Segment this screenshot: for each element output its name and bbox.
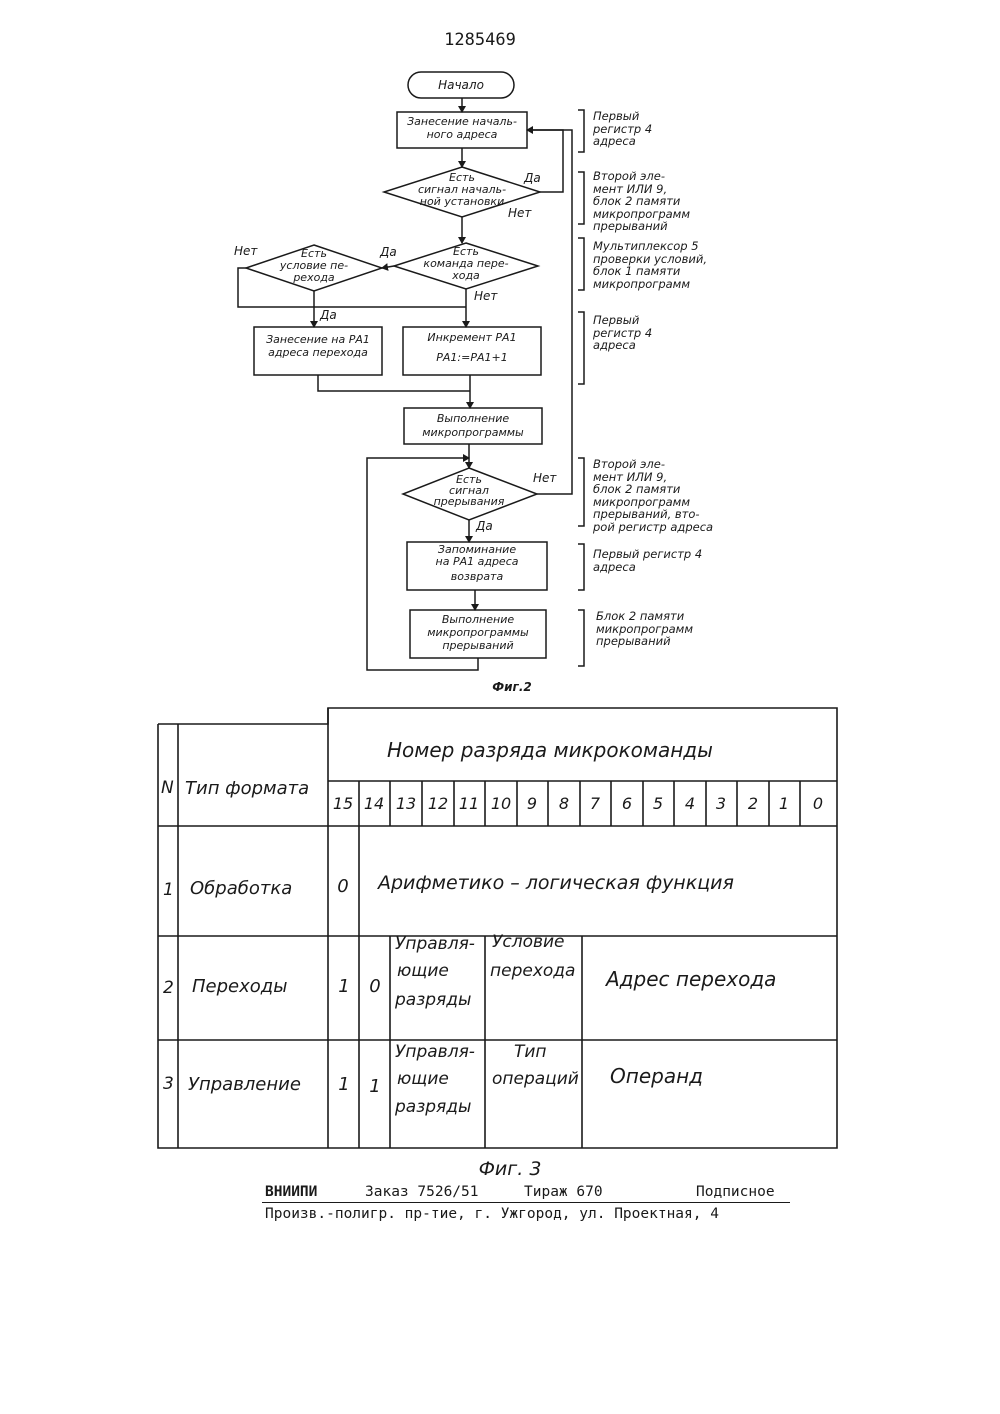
operation-type-line2: операций bbox=[492, 1069, 579, 1089]
row-number: 2 bbox=[163, 978, 174, 998]
bit-number: 9 bbox=[527, 794, 537, 813]
row-number: 1 bbox=[163, 880, 174, 900]
bit-number: 2 bbox=[748, 794, 758, 813]
bit-number: 4 bbox=[685, 794, 695, 813]
bit-number: 3 bbox=[716, 794, 726, 813]
operand: Операнд bbox=[610, 1064, 703, 1088]
format-type: Управление bbox=[188, 1074, 301, 1095]
control-bits-line1: Управля- bbox=[395, 1042, 475, 1062]
bit-number: 10 bbox=[491, 794, 511, 813]
bit15-value: 0 bbox=[337, 876, 348, 897]
table-header-type: Тип формата bbox=[185, 778, 309, 799]
bit-number: 7 bbox=[590, 794, 600, 813]
table-header-bits: Номер разряда микрокоманды bbox=[387, 738, 713, 762]
bit-number: 15 bbox=[333, 794, 353, 813]
bit14-value: 1 bbox=[369, 1076, 380, 1097]
row-number: 3 bbox=[163, 1074, 174, 1094]
bit-number: 1 bbox=[779, 794, 789, 813]
footer-rule bbox=[262, 1202, 790, 1203]
branch-condition-line1: Условие bbox=[492, 932, 565, 952]
footer-subscription: Подписное bbox=[696, 1184, 775, 1200]
bit-number: 8 bbox=[559, 794, 569, 813]
alu-function: Арифметико – логическая функция bbox=[378, 872, 734, 894]
bit-number: 11 bbox=[459, 794, 479, 813]
bit-number: 5 bbox=[653, 794, 663, 813]
bit15-value: 1 bbox=[338, 1074, 349, 1095]
bit-number: 12 bbox=[428, 794, 448, 813]
bit15-value: 1 bbox=[338, 976, 349, 997]
control-bits-line1: Управля- bbox=[395, 934, 475, 954]
branch-condition-line2: перехода bbox=[490, 961, 575, 981]
table-header-n: N bbox=[161, 778, 174, 798]
control-bits-line3: разряды bbox=[395, 990, 471, 1010]
operation-type-line1: Тип bbox=[514, 1042, 547, 1062]
fig3-caption: Фиг. 3 bbox=[479, 1158, 542, 1180]
control-bits-line2: ющие bbox=[397, 1069, 449, 1089]
control-bits-line2: ющие bbox=[397, 961, 449, 981]
bit-number: 14 bbox=[364, 794, 384, 813]
control-bits-line3: разряды bbox=[395, 1097, 471, 1117]
footer-circulation: Тираж 670 bbox=[524, 1184, 603, 1200]
footer-org: ВНИИПИ bbox=[265, 1184, 317, 1200]
format-type: Обработка bbox=[190, 878, 292, 899]
branch-address: Адрес перехода bbox=[606, 967, 776, 991]
footer-order: Заказ 7526/51 bbox=[365, 1184, 479, 1200]
format-type: Переходы bbox=[192, 976, 287, 997]
bit-number: 13 bbox=[396, 794, 416, 813]
bit-number: 6 bbox=[622, 794, 632, 813]
footer-address: Произв.-полигр. пр-тие, г. Ужгород, ул. … bbox=[265, 1206, 719, 1222]
bit-number: 0 bbox=[813, 794, 823, 813]
bit14-value: 0 bbox=[369, 976, 380, 997]
